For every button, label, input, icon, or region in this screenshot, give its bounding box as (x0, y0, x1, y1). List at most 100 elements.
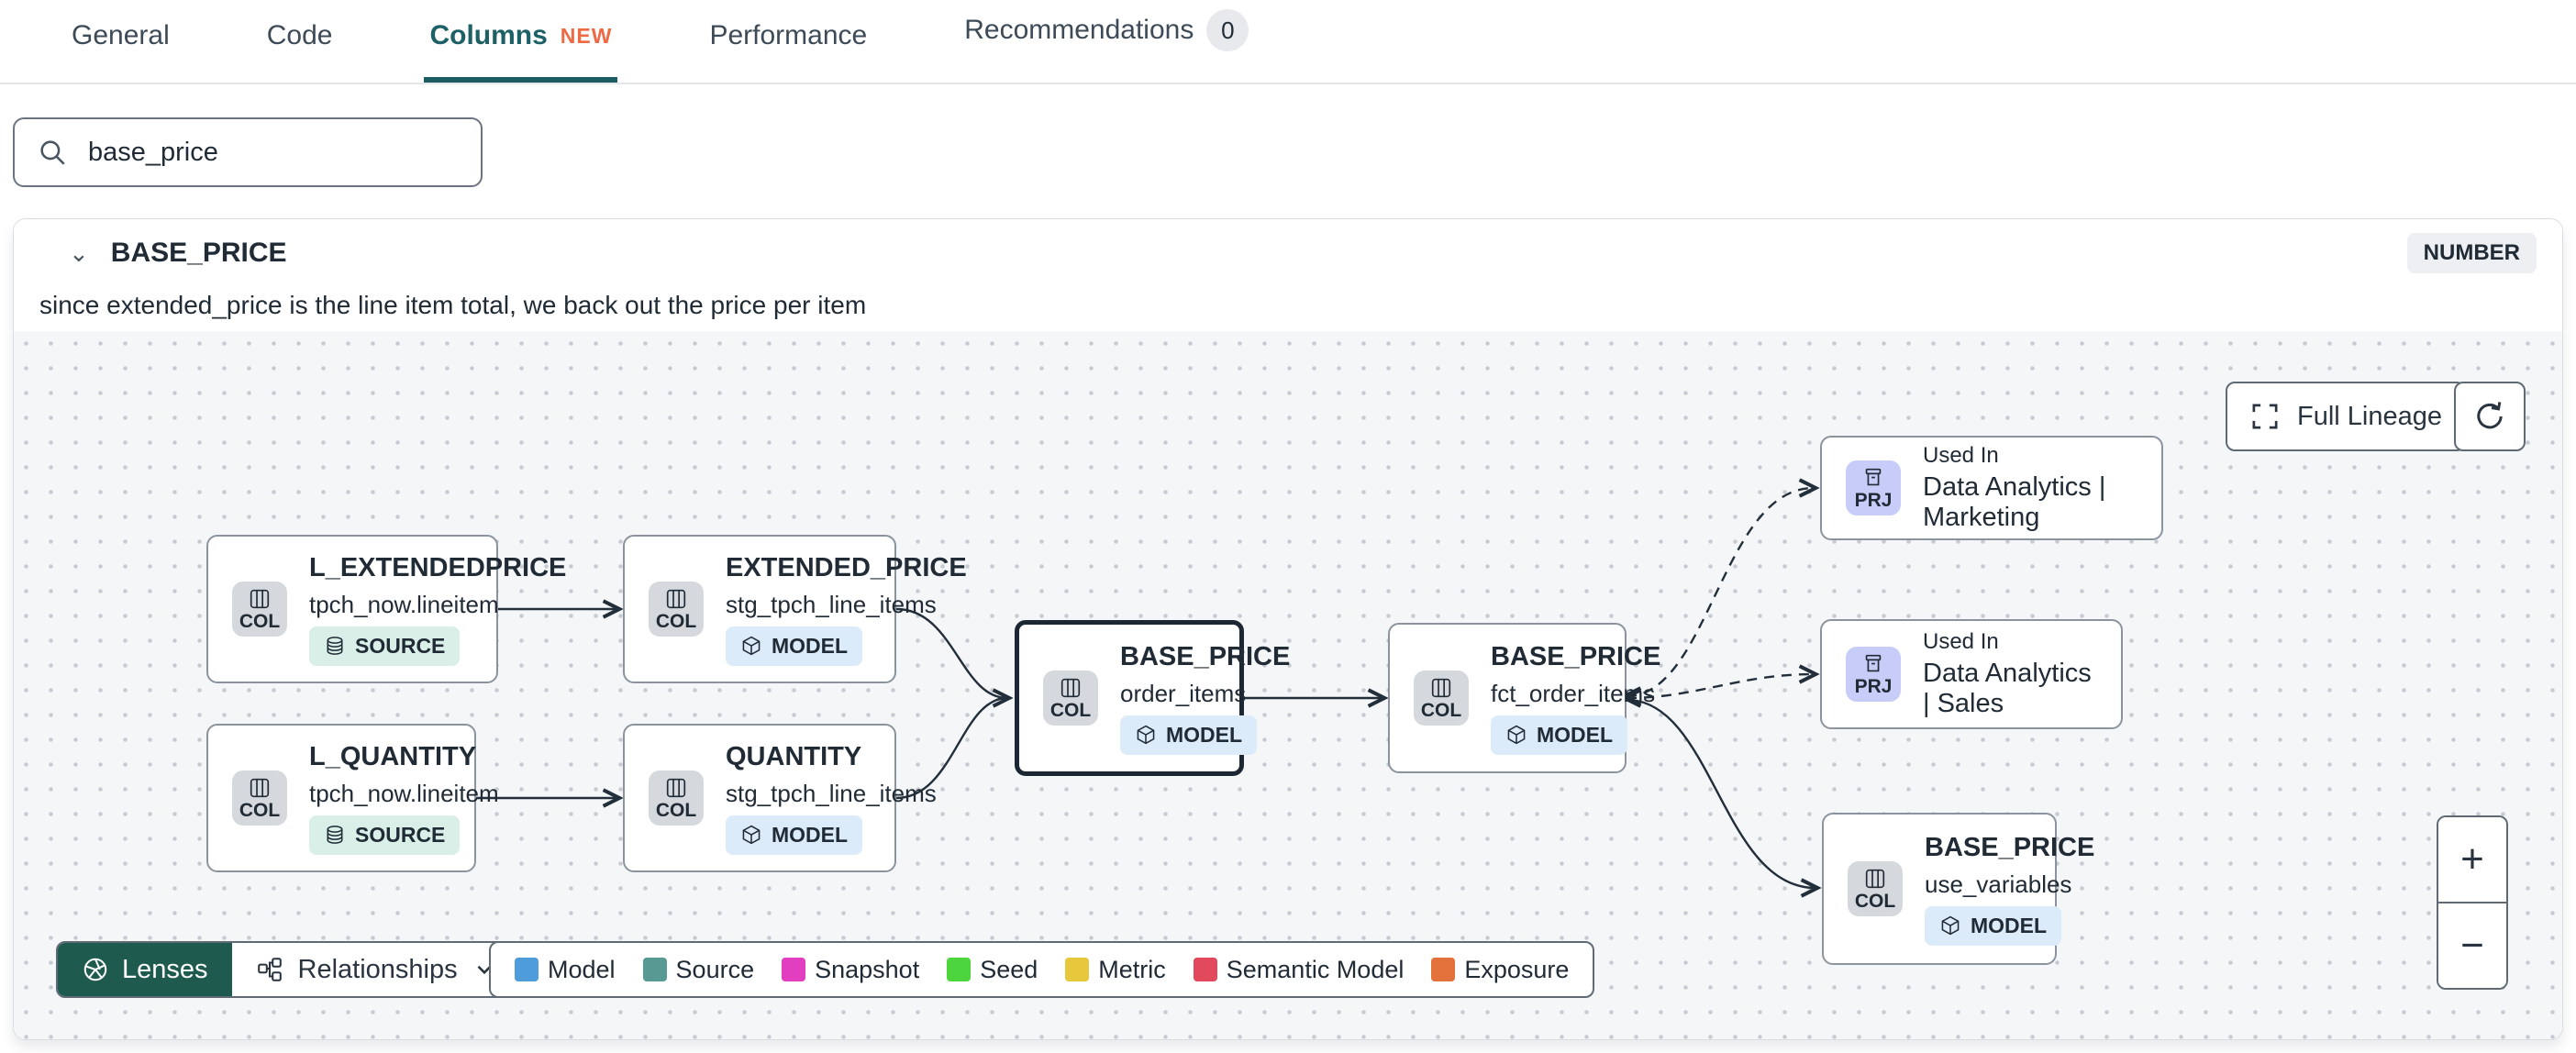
columns-icon (250, 778, 270, 798)
tab-performance[interactable]: Performance (704, 20, 872, 83)
database-icon (327, 826, 343, 844)
resource-type-label: MODEL (1537, 722, 1614, 747)
relationships-label: Relationships (297, 954, 458, 984)
archive-box-icon (1865, 468, 1882, 486)
search-row (0, 84, 2576, 187)
col-badge-label: COL (1049, 700, 1092, 721)
resource-type-label: MODEL (1166, 722, 1243, 747)
column-kind-icon: COL (232, 582, 287, 637)
columns-icon (666, 778, 686, 798)
node-title: L_QUANTITY (309, 741, 477, 771)
zoom-in-button[interactable]: + (2438, 817, 2506, 903)
node-title: Data Analytics | Marketing (1923, 472, 2106, 532)
resource-type-badge: MODEL (1491, 715, 1628, 755)
col-badge-label: COL (655, 800, 697, 821)
refresh-icon (2477, 402, 2503, 429)
prj-badge-label: PRJ (1854, 676, 1893, 697)
chevron-down-icon (477, 965, 492, 975)
resource-type-label: MODEL (772, 822, 849, 847)
search-input[interactable] (88, 137, 459, 168)
legend-label: Semantic Model (1226, 955, 1405, 983)
columns-icon (1431, 678, 1451, 698)
prj-badge-label: PRJ (1854, 490, 1893, 511)
node-title: BASE_PRICE (1491, 641, 1661, 671)
model-cube-icon (1941, 915, 1960, 936)
new-badge: NEW (560, 23, 613, 48)
columns-icon (1865, 869, 1885, 889)
zoom-out-button[interactable]: − (2438, 903, 2506, 988)
lenses-label: Lenses (122, 954, 208, 984)
lineage-canvas[interactable]: COL L_EXTENDEDPRICE tpch_now.lineitem SO… (14, 331, 2563, 1040)
relationships-icon (257, 958, 282, 981)
legend-label: Snapshot (815, 955, 920, 983)
col-badge-label: COL (239, 800, 281, 821)
tab-general[interactable]: General (66, 20, 175, 83)
lineage-node-exposure[interactable]: PRJ Used In Data Analytics | Marketing (1820, 436, 2163, 540)
tab-recommendations[interactable]: Recommendations 0 (959, 9, 1254, 83)
legend-item: Snapshot (782, 956, 919, 984)
column-panel-header: ⌄ BASE_PRICE NUMBER since extended_price… (14, 219, 2562, 331)
lineage-node-selected[interactable]: COL BASE_PRICE order_items MODEL (1015, 620, 1290, 776)
model-cube-icon (1137, 725, 1155, 745)
node-title: Data Analytics | Sales (1923, 659, 2092, 718)
project-kind-icon: PRJ (1846, 460, 1901, 515)
lineage-node[interactable]: COL BASE_PRICE use_variables MODEL (1822, 813, 2094, 965)
search-icon (40, 140, 65, 165)
column-panel: ⌄ BASE_PRICE NUMBER since extended_price… (13, 218, 2563, 1040)
resource-type-badge: MODEL (1120, 715, 1258, 755)
node-title: BASE_PRICE (1120, 641, 1291, 671)
legend-label: Model (548, 955, 616, 983)
node-title: QUANTITY (726, 741, 862, 771)
legend-label: Metric (1098, 955, 1166, 983)
full-lineage-label: Full Lineage (2297, 401, 2442, 431)
legend-label: Exposure (1464, 955, 1570, 983)
full-lineage-button[interactable]: Full Lineage (2226, 382, 2466, 451)
legend-swatch (1193, 958, 1217, 981)
lineage-node[interactable]: COL L_EXTENDEDPRICE tpch_now.lineitem SO… (206, 535, 566, 683)
node-subtitle: use_variables (1925, 870, 2072, 898)
legend-swatch (947, 958, 972, 981)
resource-type-label: MODEL (772, 633, 849, 658)
tab-label: Recommendations (964, 15, 1194, 45)
node-title: BASE_PRICE (1925, 832, 2095, 862)
legend-swatch (782, 958, 806, 981)
lineage-node-exposure[interactable]: PRJ Used In Data Analytics | Sales (1820, 619, 2123, 729)
relationships-dropdown[interactable]: Relationships (232, 943, 520, 996)
columns-icon (250, 589, 270, 609)
legend-item: Metric (1065, 956, 1166, 984)
tab-bar: General Code Columns NEW Performance Rec… (0, 0, 2576, 84)
lineage-legend: Model Source Snapshot Seed Metric Semant… (489, 941, 1595, 998)
resource-type-label: MODEL (1971, 913, 2048, 937)
resource-type-badge: SOURCE (309, 626, 461, 666)
lineage-edges (476, 331, 2563, 1040)
lenses-button[interactable]: Lenses (58, 943, 232, 996)
lineage-node[interactable]: COL QUANTITY stg_tpch_line_items MODEL (623, 724, 937, 872)
model-cube-icon (742, 825, 761, 845)
lineage-node[interactable]: COL L_QUANTITY tpch_now.lineitem SOURCE (206, 724, 499, 872)
col-badge-label: COL (1420, 700, 1462, 721)
column-name: BASE_PRICE (110, 238, 287, 268)
model-cube-icon (742, 636, 761, 656)
column-description: since extended_price is the line item to… (39, 291, 867, 319)
legend-label: Source (675, 955, 755, 983)
legend-item: Semantic Model (1193, 955, 1405, 984)
refresh-button[interactable] (2454, 382, 2526, 451)
node-subtitle: stg_tpch_line_items (726, 779, 937, 807)
tab-columns[interactable]: Columns NEW (424, 20, 618, 83)
column-kind-icon: COL (649, 770, 704, 826)
lineage-node[interactable]: COL EXTENDED_PRICE stg_tpch_line_items M… (623, 535, 967, 683)
search-box[interactable] (13, 117, 483, 187)
collapse-chevron-icon[interactable]: ⌄ (69, 238, 89, 267)
tab-label: General (72, 20, 170, 50)
lineage-node[interactable]: COL BASE_PRICE fct_order_items MODEL (1388, 623, 1660, 773)
column-type-badge: NUMBER (2406, 233, 2537, 273)
project-kind-icon: PRJ (1846, 647, 1901, 702)
zoom-controls: + − (2437, 815, 2508, 990)
legend-item: Exposure (1431, 956, 1569, 984)
resource-type-badge: MODEL (726, 815, 863, 855)
node-subtitle: stg_tpch_line_items (726, 590, 937, 618)
tab-code[interactable]: Code (261, 20, 339, 83)
node-subtitle: fct_order_items (1491, 679, 1656, 707)
columns-icon (1060, 678, 1081, 698)
count-badge: 0 (1206, 9, 1249, 51)
